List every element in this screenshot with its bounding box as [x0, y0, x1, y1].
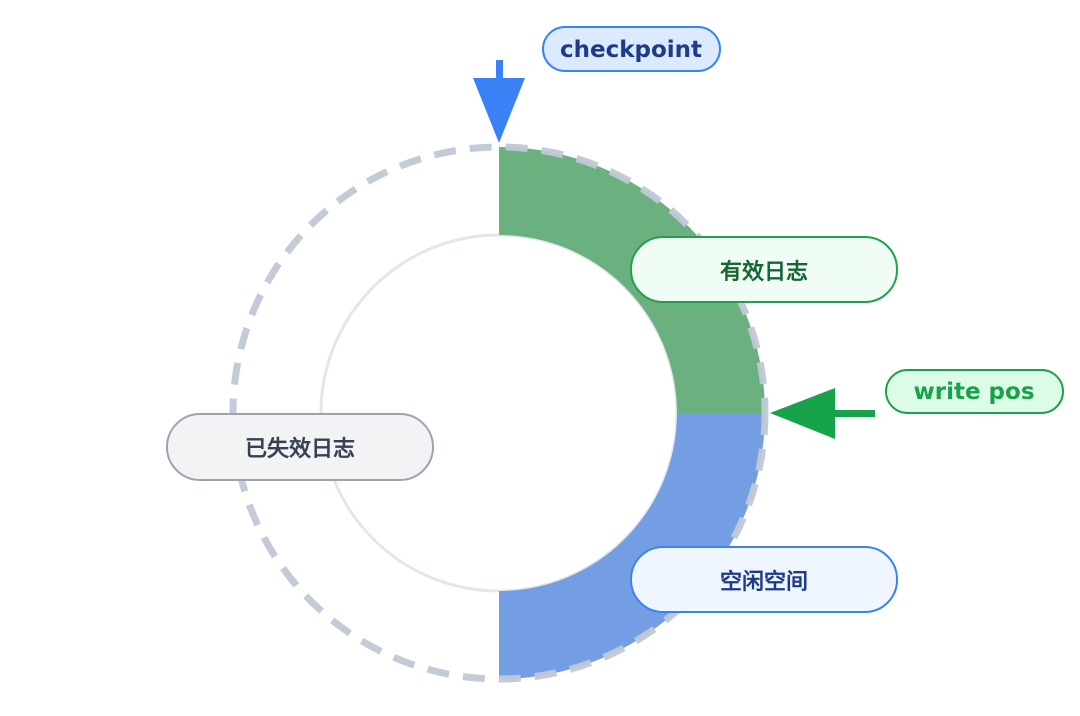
expired-log-text: 已失效日志 — [245, 436, 355, 462]
checkpoint-arrow — [473, 60, 525, 143]
valid-log-text: 有效日志 — [720, 259, 808, 285]
free-space-label: 空闲空间 — [630, 546, 898, 613]
expired-log-label: 已失效日志 — [166, 413, 434, 481]
write-pos-text: write pos — [913, 379, 1034, 405]
valid-log-label: 有效日志 — [630, 236, 898, 303]
checkpoint-text: checkpoint — [560, 37, 702, 63]
checkpoint-label: checkpoint — [542, 26, 721, 72]
write-pos-label: write pos — [885, 369, 1064, 414]
write-pos-arrow — [770, 388, 875, 439]
free-space-segment — [499, 413, 765, 679]
free-space-text: 空闲空间 — [720, 569, 808, 595]
